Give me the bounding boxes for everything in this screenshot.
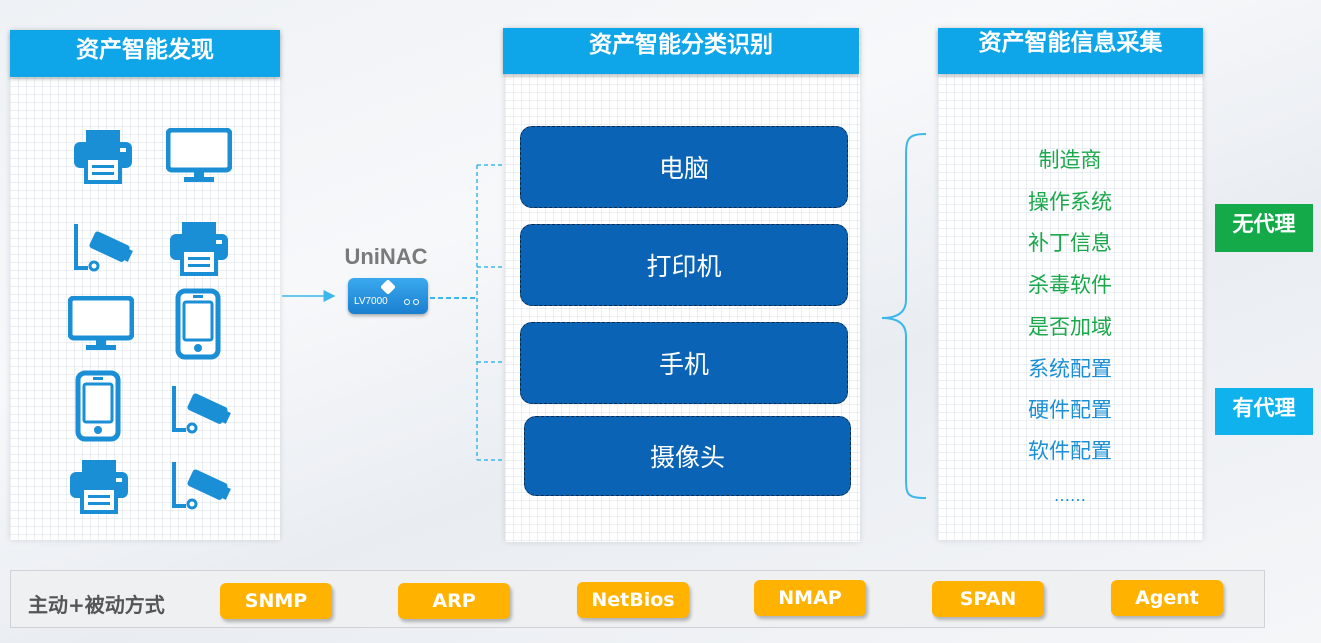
printer-icon: [70, 460, 128, 514]
phone-icon: [75, 370, 121, 442]
category-camera: 摄像头: [524, 416, 851, 496]
protocol-span: SPAN: [932, 581, 1044, 617]
protocol-agent: Agent: [1111, 580, 1223, 616]
info-domain: 是否加域: [1028, 315, 1112, 339]
uninac-device: LV7000: [348, 278, 428, 314]
collection-panel-title: 资产智能信息采集: [938, 28, 1203, 74]
info-antivirus: 杀毒软件: [1028, 273, 1112, 297]
info-patch: 补丁信息: [1028, 231, 1112, 255]
info-system-config: 系统配置: [1028, 357, 1112, 381]
device-logo-icon: [380, 279, 396, 295]
device-led-icon: [413, 299, 419, 305]
monitor-icon: [166, 128, 232, 182]
collection-panel: [938, 28, 1203, 540]
printer-icon: [74, 130, 132, 184]
info-software-config: 软件配置: [1028, 439, 1112, 463]
category-computer: 电脑: [520, 126, 848, 208]
info-manufacturer: 制造商: [1038, 148, 1102, 172]
phone-icon: [175, 288, 221, 360]
monitor-icon: [68, 296, 134, 350]
device-name: UniNAC: [344, 244, 428, 269]
printer-icon: [170, 222, 228, 276]
discovery-panel: [10, 30, 280, 540]
camera-icon: [172, 462, 231, 510]
info-hardware-config: 硬件配置: [1028, 398, 1112, 422]
category-phone: 手机: [520, 322, 848, 404]
protocol-bar-label: 主动+被动方式: [28, 593, 165, 617]
protocol-snmp: SNMP: [220, 583, 332, 619]
categories-brace: [881, 133, 927, 499]
device-model: LV7000: [354, 296, 388, 307]
camera-icon: [74, 224, 133, 272]
device-led-icon: [404, 299, 410, 305]
with-agent-tag: 有代理: [1215, 388, 1313, 435]
camera-icon: [172, 386, 231, 434]
info-more: ……: [1054, 486, 1086, 505]
classification-panel-title: 资产智能分类识别: [503, 28, 859, 74]
no-agent-tag: 无代理: [1215, 204, 1313, 252]
discovery-panel-title: 资产智能发现: [10, 30, 280, 77]
category-printer: 打印机: [520, 224, 848, 306]
protocol-nmap: NMAP: [754, 580, 866, 616]
protocol-arp: ARP: [398, 583, 510, 619]
info-os: 操作系统: [1028, 190, 1112, 214]
protocol-netbios: NetBios: [577, 582, 689, 618]
